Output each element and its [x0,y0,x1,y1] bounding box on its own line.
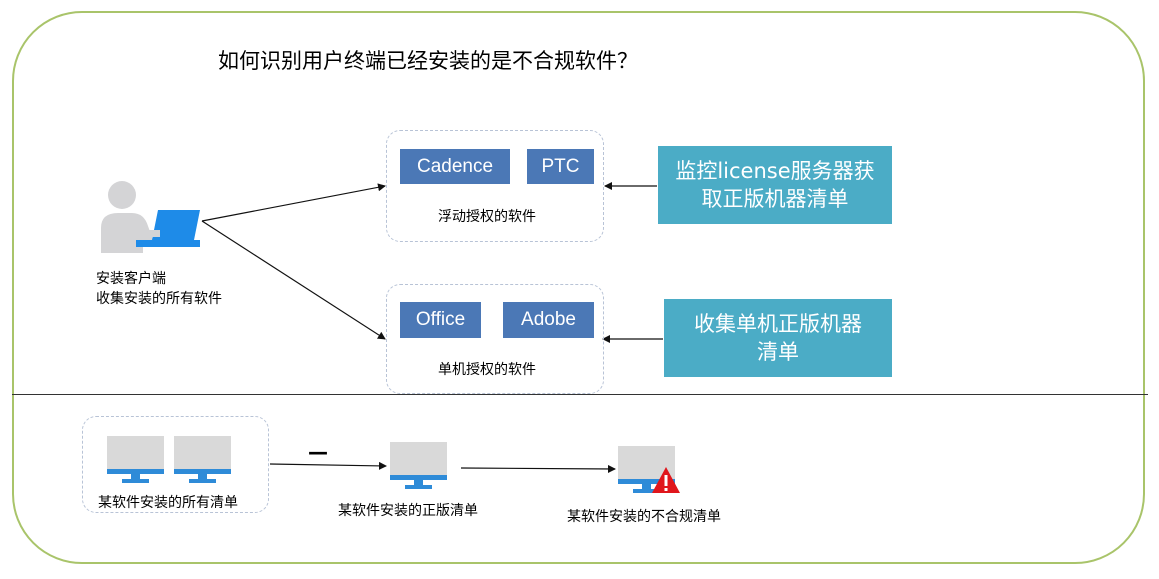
genuine-list-caption: 某软件安装的正版清单 [338,503,478,519]
arrow-all-to-genuine [269,461,387,470]
user-computer-icon [101,181,200,253]
outer-frame [12,11,1145,564]
monitor-box-line2: 取正版机器清单 [701,187,849,211]
tag-cadence: Cadence [400,149,510,184]
collect-box-line2: 清单 [757,340,799,364]
floating-license-group [386,130,604,242]
collect-box-line1: 收集单机正版机器 [694,312,862,336]
tag-office: Office [400,302,481,338]
computer-icon [618,446,675,493]
section-divider [12,394,1148,395]
floating-caption: 浮动授权的软件 [438,209,536,225]
noncompliant-list-caption: 某软件安装的不合规清单 [567,509,721,525]
monitor-box-line1: 监控license服务器获 [675,159,875,183]
client-caption-line1: 安装客户端 [96,271,166,287]
tag-adobe: Adobe [503,302,594,338]
monitor-license-server-box: 监控license服务器获 取正版机器清单 [658,146,892,224]
minus-sign: — [308,440,328,464]
single-license-group [386,284,604,394]
collect-single-machine-box: 收集单机正版机器 清单 [664,299,892,377]
warning-icon [652,467,680,493]
computer-icon [390,442,447,489]
page-title: 如何识别用户终端已经安装的是不合规软件？ [218,49,638,73]
arrow-genuine-to-noncompliant [460,464,616,473]
client-caption-line2: 收集安装的所有软件 [96,291,222,307]
computer-icon [107,436,164,483]
arrow-client-to-single [201,220,386,340]
single-caption: 单机授权的软件 [438,362,536,378]
arrow-client-to-floating [201,183,386,222]
computer-icon [174,436,231,483]
all-list-caption: 某软件安装的所有清单 [98,495,238,511]
tag-ptc: PTC [527,149,594,184]
all-list-group [82,416,269,513]
